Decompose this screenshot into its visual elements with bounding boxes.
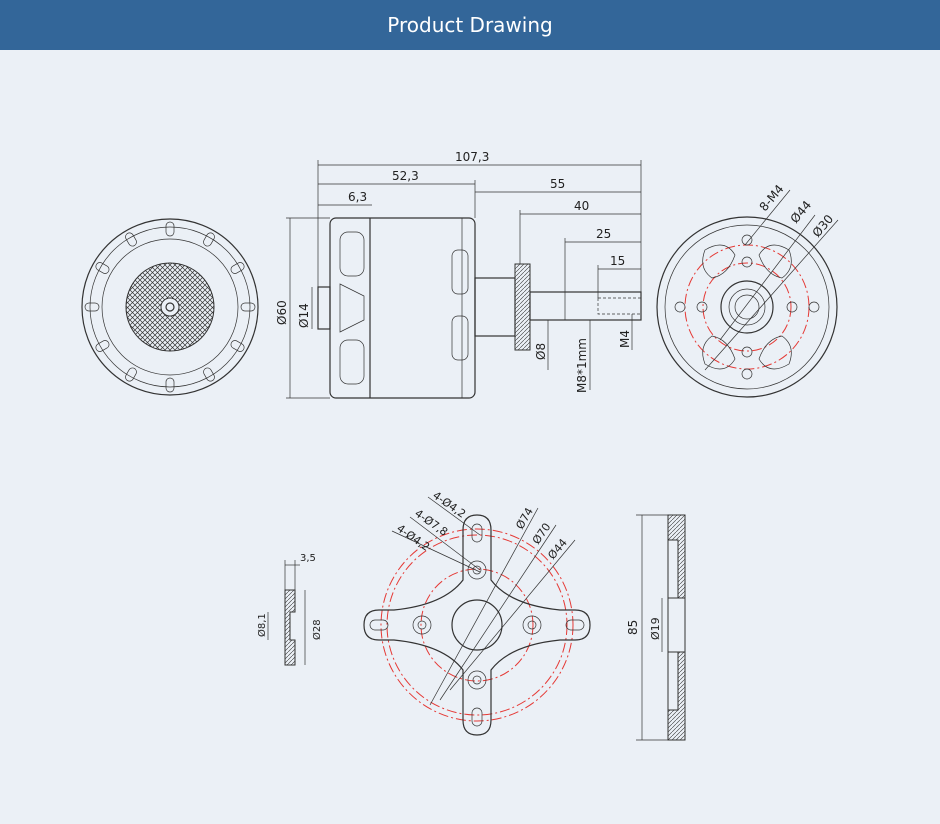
dim-mount-bore: Ø19 [649, 617, 662, 640]
dim-holes-8m4: 8-M4 [757, 182, 787, 214]
cross-mount-view [363, 496, 591, 736]
dim-shaft-40: 40 [574, 199, 589, 213]
dim-boss: Ø14 [297, 303, 311, 328]
mount-side-view [636, 514, 686, 741]
dim-mount-d44: Ø44 [545, 536, 570, 562]
dim-shaft-dia: Ø8 [534, 343, 548, 360]
dim-washer-inner: Ø8,1 [256, 613, 268, 637]
dim-mount-height: 85 [626, 620, 640, 635]
dim-front-d30: Ø30 [810, 212, 837, 240]
product-drawing: 107,3 52,3 6,3 55 40 25 15 Ø60 Ø14 Ø8 M8… [81, 150, 839, 741]
dim-diameter: Ø60 [275, 300, 289, 325]
dim-overall-length: 107,3 [455, 150, 489, 164]
page-title: Product Drawing [387, 13, 553, 37]
front-view [656, 189, 839, 398]
washer-view [267, 560, 306, 666]
dim-washer-thickness: 3,5 [300, 553, 316, 564]
dim-thread-spec: M8*1mm [575, 338, 589, 393]
page-header: Product Drawing [0, 0, 940, 50]
dim-shaft-total: 55 [550, 177, 565, 191]
dim-thread: 25 [596, 227, 611, 241]
dim-flange: 6,3 [348, 190, 367, 204]
dim-body-length: 52,3 [392, 169, 419, 183]
dim-washer-outer: Ø28 [311, 619, 323, 640]
dim-inner-thread: M4 [618, 330, 632, 348]
rear-view [81, 218, 259, 396]
dim-mount-holes-outer: 4-Ø4,2 [430, 489, 468, 521]
side-dimension-lines [286, 160, 642, 399]
side-view [317, 217, 642, 399]
dim-m4-depth: 15 [610, 254, 625, 268]
